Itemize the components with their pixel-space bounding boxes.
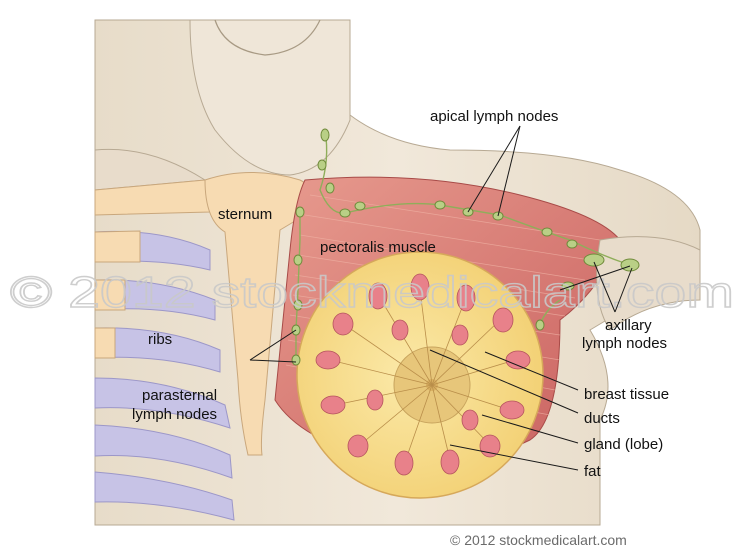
label-parasternal-line2: lymph nodes [132,406,217,423]
label-parasternal-line1: parasternal [142,387,217,404]
label-pectoralis-muscle: pectoralis muscle [320,239,436,256]
label-apical-lymph-nodes: apical lymph nodes [430,108,558,125]
label-axillary-line1: axillary [605,317,652,334]
label-gland-lobe: gland (lobe) [584,436,663,453]
label-axillary-line2: lymph nodes [582,335,667,352]
label-ducts: ducts [584,410,620,427]
copyright-text: © 2012 stockmedicalart.com [450,532,627,548]
label-sternum: sternum [218,206,272,223]
label-breast-tissue: breast tissue [584,386,669,403]
label-ribs: ribs [148,331,172,348]
watermark-text: © 2012 stockmedicalart.com [10,268,734,317]
label-fat: fat [584,463,602,480]
